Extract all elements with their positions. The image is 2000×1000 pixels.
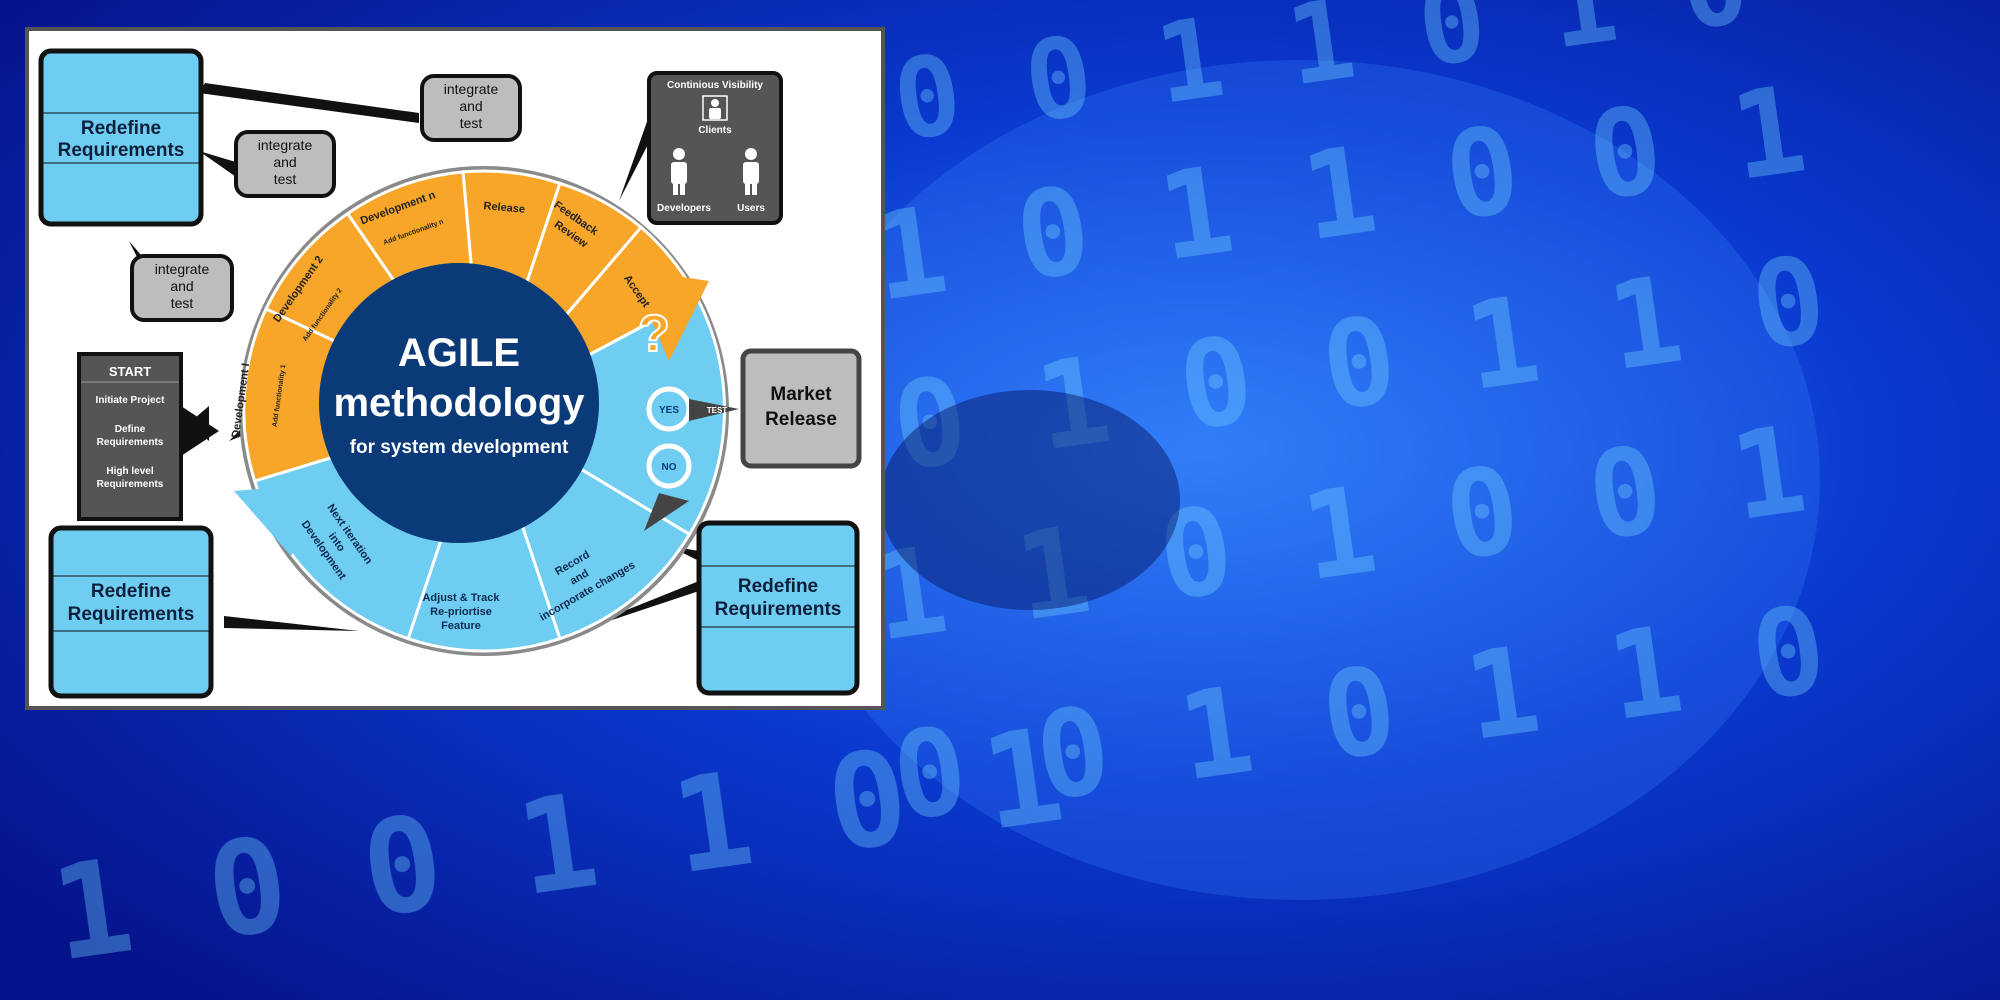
integrate-3-line: test — [171, 295, 194, 311]
market-release-box: Market Release — [740, 348, 862, 469]
users-label: Users — [737, 203, 765, 214]
start-item: Requirements — [97, 479, 164, 490]
redefine-requirements-bottom-right: Redefine Requirements — [696, 520, 860, 696]
test-label: TEST — [707, 406, 728, 415]
visibility-box: Continious Visibility Clients Developers… — [647, 71, 783, 225]
test-arrow — [689, 399, 739, 421]
clients-person-icon — [709, 99, 721, 119]
adjust-label-line: Adjust & Track — [422, 592, 500, 604]
visibility-title: Continious Visibility — [667, 80, 763, 91]
start-item: Requirements — [97, 437, 164, 448]
start-arrow — [181, 406, 219, 456]
callout-connector — [199, 83, 419, 123]
integrate-test-bubble-3: integrate and test — [130, 254, 234, 322]
start-title: START — [109, 364, 151, 379]
users-person-icon — [743, 148, 759, 195]
start-item: Initiate Project — [96, 395, 166, 406]
callout-connector — [199, 151, 239, 179]
center-title: AGILE — [398, 331, 520, 375]
clients-icon-frame — [702, 95, 728, 121]
cycle-arrow-next-iteration — [234, 483, 329, 556]
redefine-top-line-2: Requirements — [58, 140, 185, 161]
background-shadow — [880, 390, 1180, 610]
redefine-top-line-1: Redefine — [81, 118, 161, 139]
integrate-3-line: integrate — [155, 261, 210, 277]
cycle-arrow-accept — [629, 269, 709, 361]
integrate-2-line: and — [273, 154, 296, 170]
integrate-3-line: and — [170, 278, 193, 294]
developers-label: Developers — [657, 203, 711, 214]
redefine-br-line-2: Requirements — [715, 599, 842, 620]
market-release-line-2: Release — [765, 409, 837, 430]
redefine-requirements-top: Redefine Requirements — [38, 48, 204, 227]
no-label: NO — [662, 462, 677, 473]
redefine-bl-line-2: Requirements — [68, 604, 195, 625]
center-subtitle: methodology — [333, 381, 585, 425]
callout-connector — [224, 616, 359, 631]
question-mark-icon: ? — [638, 305, 670, 363]
integrate-1-line: test — [460, 115, 483, 131]
developers-person-icon — [671, 148, 687, 195]
center-caption: for system development — [350, 437, 569, 458]
agile-center-circle — [319, 263, 599, 543]
start-item: Define — [115, 424, 146, 435]
integrate-1-line: and — [459, 98, 482, 114]
integrate-2-line: test — [274, 171, 297, 187]
start-item: High level — [106, 466, 153, 477]
start-box: START Initiate Project Define Requiremen… — [77, 352, 219, 521]
redefine-br-line-1: Redefine — [738, 576, 818, 597]
integrate-test-bubble-2: integrate and test — [234, 130, 336, 198]
redefine-requirements-bottom-left: Redefine Requirements — [48, 525, 214, 699]
background-glow — [780, 60, 1820, 900]
redefine-bl-line-1: Redefine — [91, 581, 171, 602]
market-release-line-1: Market — [770, 384, 832, 405]
adjust-label-line: Re-priortise — [430, 606, 492, 618]
segment-release-label: Release — [483, 200, 525, 216]
integrate-1-line: integrate — [444, 81, 499, 97]
integrate-2-line: integrate — [258, 137, 313, 153]
no-arrow — [644, 493, 689, 531]
integrate-test-bubble-1: integrate and test — [420, 74, 522, 142]
clients-label: Clients — [698, 125, 732, 136]
no-decision — [646, 443, 692, 489]
agile-diagram-panel: AGILE methodology for system development… — [25, 27, 885, 710]
yes-label: YES — [659, 405, 679, 416]
adjust-label-line: Feature — [441, 620, 481, 632]
